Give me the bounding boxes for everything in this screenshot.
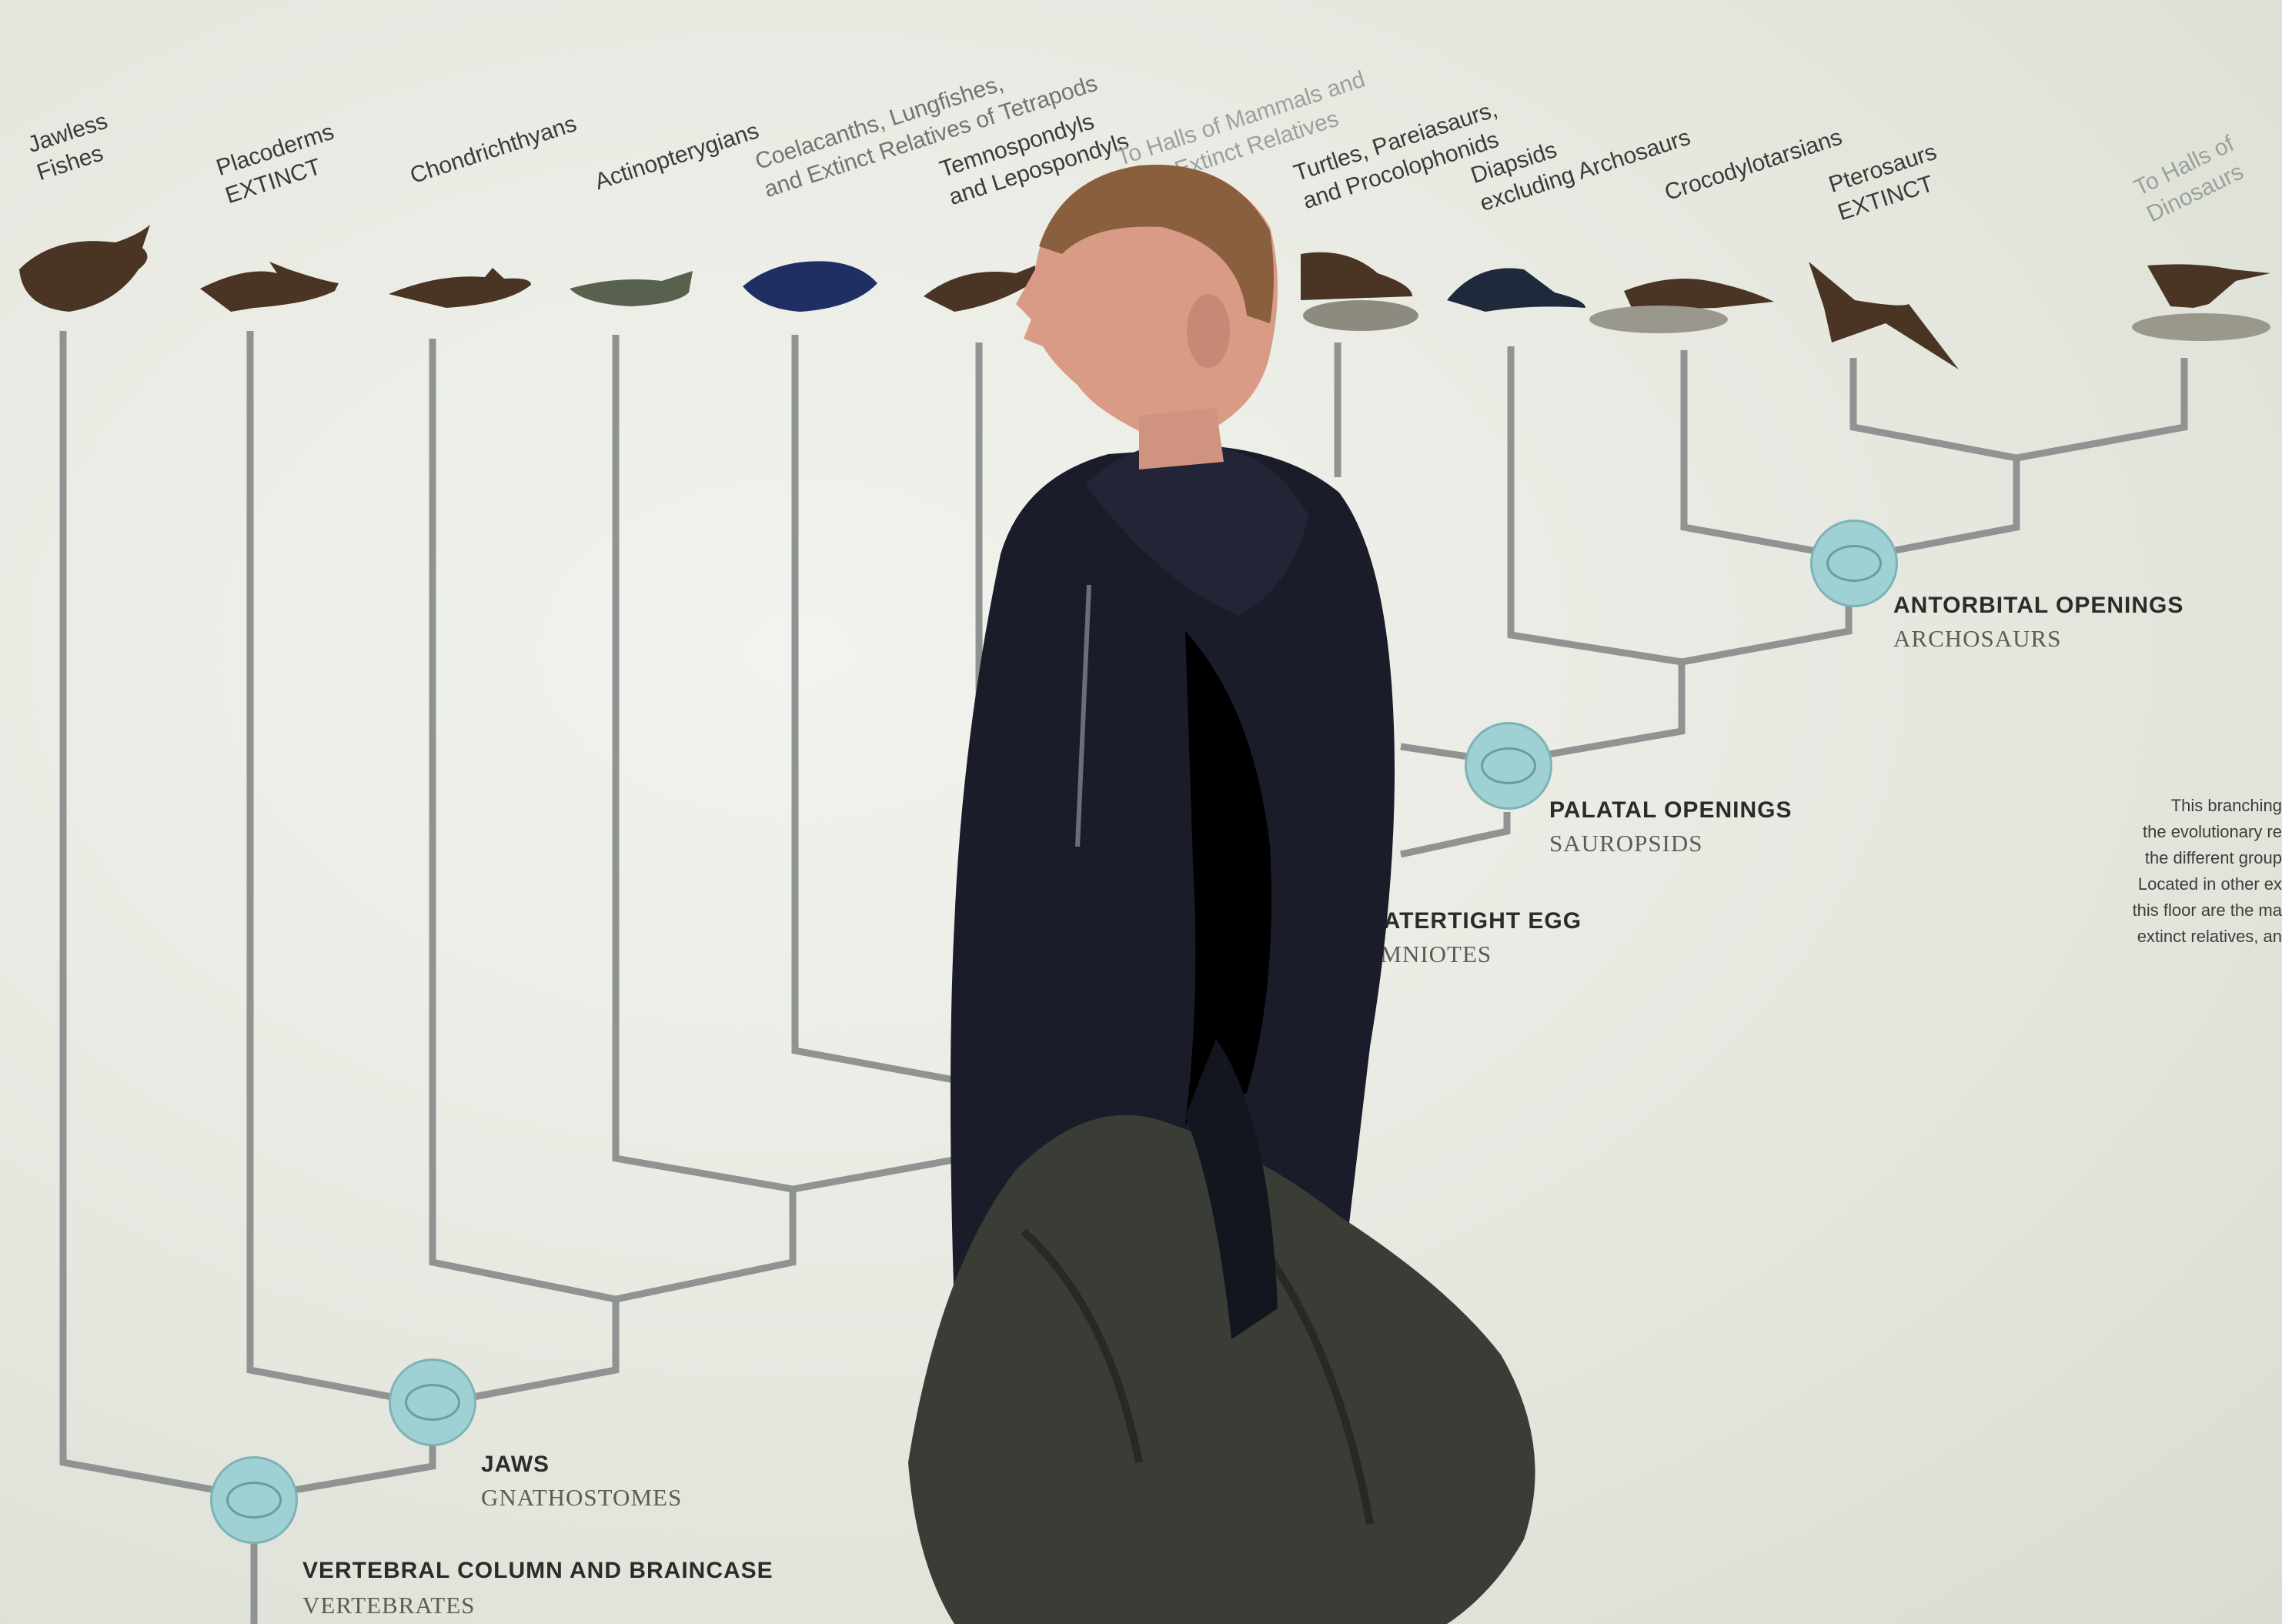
person-visitor [908,154,1678,1624]
clade-archosaurs: ARCHOSAURS [1893,625,2061,653]
trait-archosaurs: ANTORBITAL OPENINGS [1893,593,2183,619]
trait-vertebrates: VERTEBRAL COLUMN AND BRAINCASE [302,1558,773,1584]
clade-gnathostomes: GNATHOSTOMES [481,1484,682,1512]
node-archosaurs [1810,520,1898,607]
node-gnathostomes [389,1358,476,1446]
trait-gnathostomes: JAWS [481,1452,550,1478]
node-vertebrates [210,1456,298,1544]
clade-vertebrates: VERTEBRATES [302,1592,475,1619]
exhibit-caption: This branching the evolutionary re the d… [2074,793,2282,950]
